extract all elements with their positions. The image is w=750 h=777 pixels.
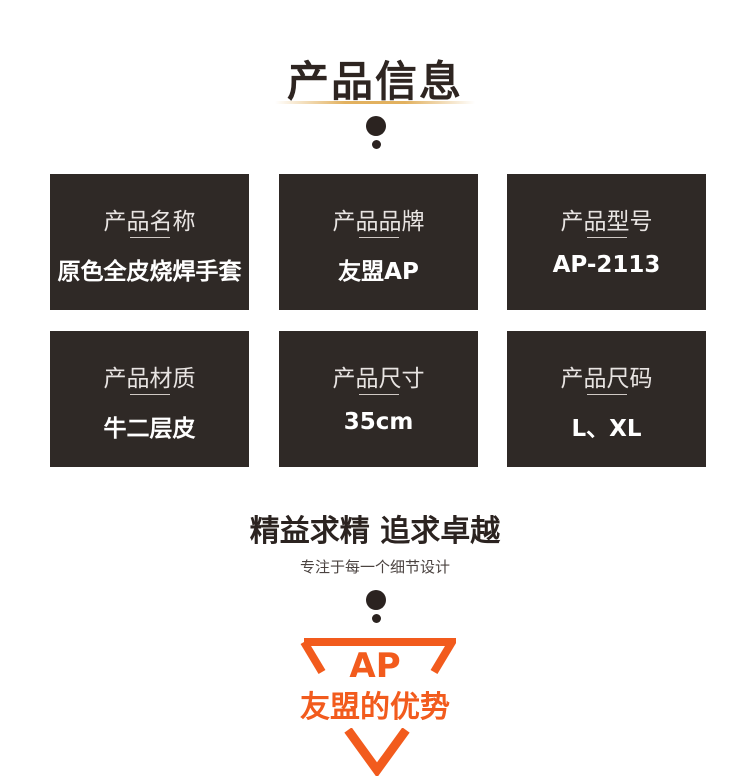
advantage-brand: AP (349, 646, 401, 686)
info-card-model: 产品型号 AP-2113 (507, 174, 706, 310)
info-card-material: 产品材质 牛二层皮 (50, 331, 249, 467)
card-label: 产品型号 (560, 209, 653, 235)
advantage-frame-top (300, 638, 456, 675)
title-underline (275, 101, 475, 104)
card-value: 原色全皮烧焊手套 (57, 259, 242, 285)
section-title: 产品信息 (286, 57, 463, 106)
advantage-frame-bottom (344, 728, 410, 776)
info-card-size: 产品尺码 L、XL (507, 331, 706, 467)
card-value: 35cm (343, 409, 414, 435)
info-card-length: 产品尺寸 35cm (279, 331, 478, 467)
card-value: 牛二层皮 (103, 416, 196, 442)
advantage-title: 友盟的优势 (300, 690, 450, 725)
info-card-name: 产品名称 原色全皮烧焊手套 (50, 174, 249, 310)
card-label: 产品尺码 (560, 366, 653, 392)
card-value: L、XL (571, 416, 642, 442)
divider-dots-top (364, 116, 388, 149)
card-label: 产品材质 (103, 366, 196, 392)
card-label: 产品尺寸 (332, 366, 425, 392)
slogan-sub: 专注于每一个细节设计 (299, 558, 450, 576)
card-label: 产品品牌 (332, 209, 425, 235)
card-value: 友盟AP (338, 259, 419, 285)
slogan-main: 精益求精 追求卓越 (249, 514, 501, 549)
card-label: 产品名称 (103, 209, 196, 235)
divider-dots-bottom (364, 590, 388, 623)
card-value: AP-2113 (552, 252, 661, 278)
info-card-brand: 产品品牌 友盟AP (279, 174, 478, 310)
